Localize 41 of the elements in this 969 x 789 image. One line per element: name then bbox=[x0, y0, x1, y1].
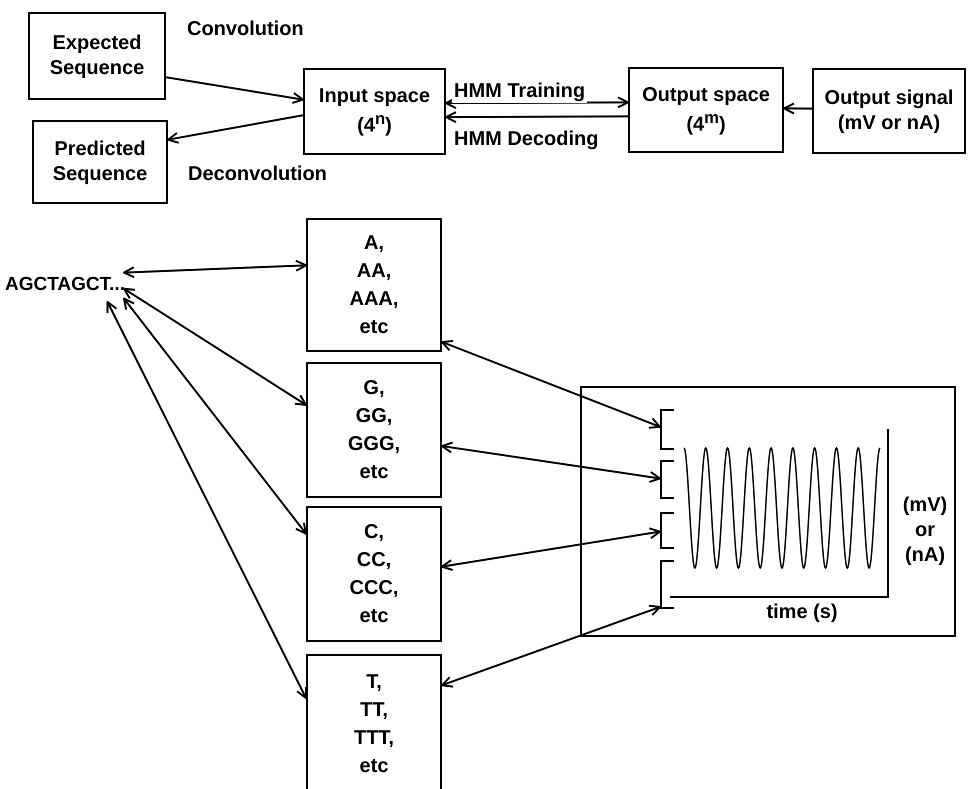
edge-label: HMM Decoding bbox=[452, 128, 600, 151]
axis-label: time (s) bbox=[765, 600, 839, 625]
arrow bbox=[783, 102, 812, 114]
process-box bbox=[812, 68, 966, 154]
arrow bbox=[166, 76, 304, 104]
bracket-symbol bbox=[660, 512, 674, 549]
box-text: Expected Sequence bbox=[48, 31, 146, 81]
bracket-symbol bbox=[660, 460, 674, 499]
process-box bbox=[306, 506, 442, 642]
bracket-symbol bbox=[660, 560, 674, 609]
bracket-symbol bbox=[660, 409, 674, 450]
arrow bbox=[445, 111, 628, 124]
box-text: Output signal (mV or nA) bbox=[824, 86, 954, 136]
arrow bbox=[441, 442, 661, 483]
box-text: Predicted Sequence bbox=[52, 137, 148, 187]
edge-label: HMM Training bbox=[452, 80, 588, 103]
process-box bbox=[28, 12, 166, 100]
process-box bbox=[303, 68, 446, 155]
box-text: Output space (4$^{m}$) bbox=[641, 82, 771, 138]
box-text: G, GG, GGG, etc bbox=[348, 376, 400, 485]
box-text: Input space (4$^{n}$) bbox=[318, 84, 432, 139]
arrow bbox=[445, 96, 629, 110]
arrow bbox=[123, 298, 307, 535]
arrow bbox=[441, 340, 661, 429]
arrow bbox=[167, 114, 304, 144]
process-box bbox=[306, 218, 442, 352]
arrow bbox=[441, 604, 661, 688]
process-box bbox=[306, 654, 442, 789]
signal-plot-panel bbox=[580, 386, 956, 637]
box-text: A, AA, AAA, etc bbox=[350, 231, 398, 340]
arrow bbox=[123, 288, 307, 406]
sequence-text: AGCTAGCT... bbox=[5, 273, 125, 297]
box-text: C, CC, CCC, etc bbox=[350, 520, 398, 629]
process-box bbox=[32, 120, 168, 204]
arrow bbox=[106, 301, 307, 700]
axis-label: (mV) or (nA) bbox=[902, 493, 948, 568]
process-box bbox=[306, 362, 442, 498]
box-text: T, TT, TTT, etc bbox=[354, 670, 394, 779]
process-box bbox=[628, 67, 784, 153]
arrow bbox=[123, 260, 307, 278]
arrow bbox=[441, 527, 661, 571]
